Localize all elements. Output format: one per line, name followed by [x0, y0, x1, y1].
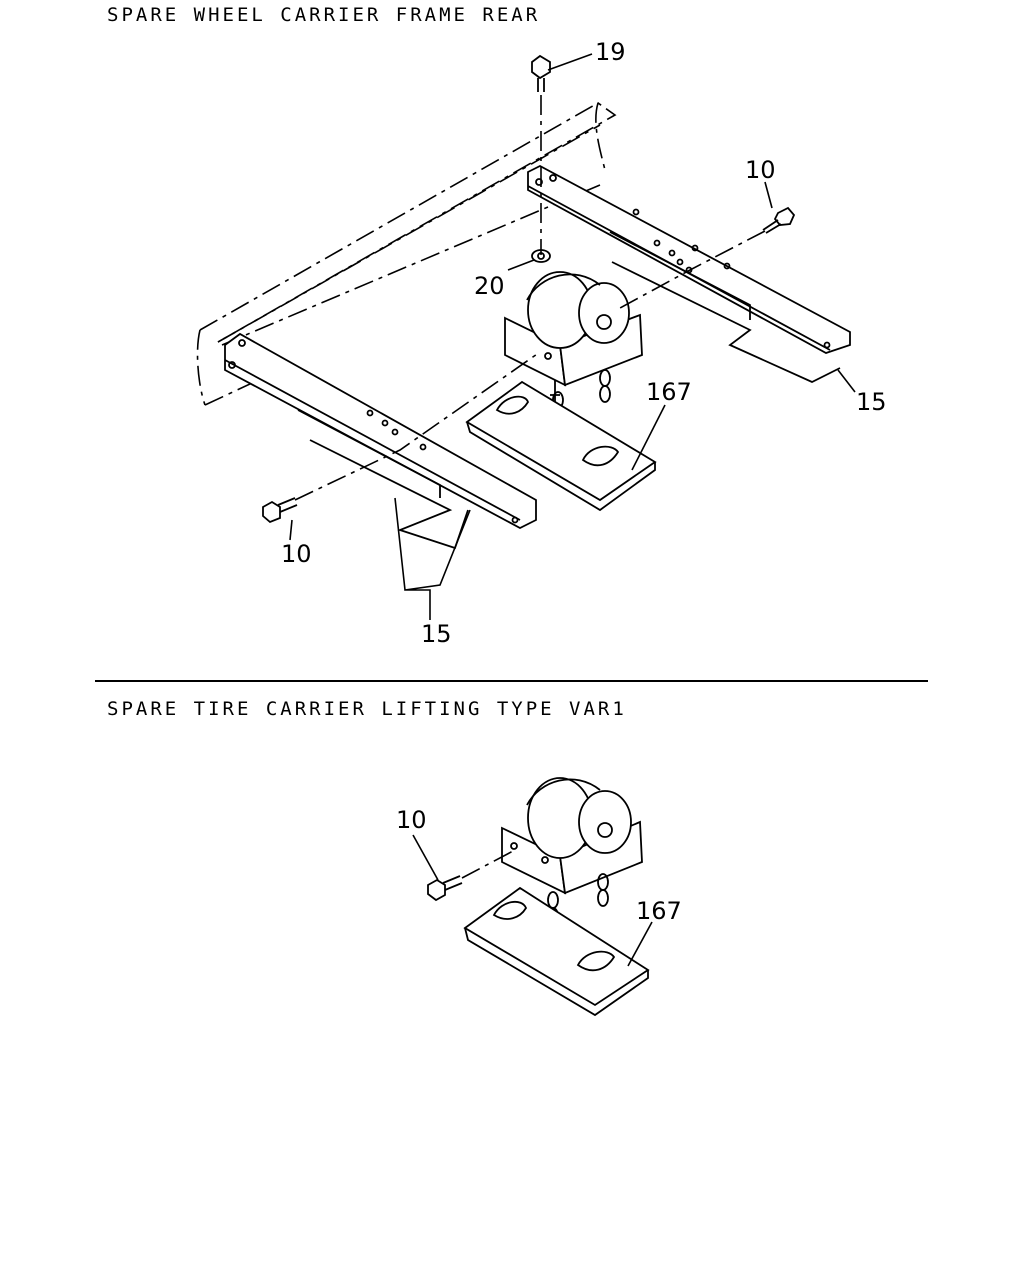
carrier-plate-var1	[463, 886, 650, 1017]
winch-assembly-var1	[501, 777, 643, 941]
bolt-10-var1	[427, 875, 463, 902]
section-title-frame-rear: SPARE WHEEL CARRIER FRAME REAR	[107, 4, 541, 26]
section-divider	[95, 680, 928, 682]
frame-rear-diagram: 19 10 20 167 15 10 15	[196, 38, 887, 648]
callout-10-right: 10	[745, 156, 776, 184]
bolt-10-left	[262, 497, 298, 524]
carrier-plate	[465, 380, 657, 512]
lifting-type-diagram: 10 167	[396, 777, 682, 1017]
callout-15-right: 15	[856, 388, 887, 416]
callout-20: 20	[474, 272, 505, 300]
winch-assembly	[504, 271, 643, 430]
callout-167: 167	[646, 378, 692, 406]
leader-lines	[289, 53, 856, 620]
left-carrier-bracket	[224, 332, 537, 550]
frame-rail	[196, 102, 617, 406]
bolt-10-right	[762, 206, 796, 234]
callout-10-left: 10	[281, 540, 312, 568]
callout-10-var1: 10	[396, 806, 427, 834]
leader-lines-var1	[412, 834, 653, 967]
callout-167-var1: 167	[636, 897, 682, 925]
callout-15-left: 15	[421, 620, 452, 648]
bolt-19	[531, 54, 551, 92]
right-carrier-bracket	[527, 164, 851, 383]
section-title-lifting-type: SPARE TIRE CARRIER LIFTING TYPE VAR1	[107, 698, 627, 720]
callout-19: 19	[595, 38, 626, 66]
